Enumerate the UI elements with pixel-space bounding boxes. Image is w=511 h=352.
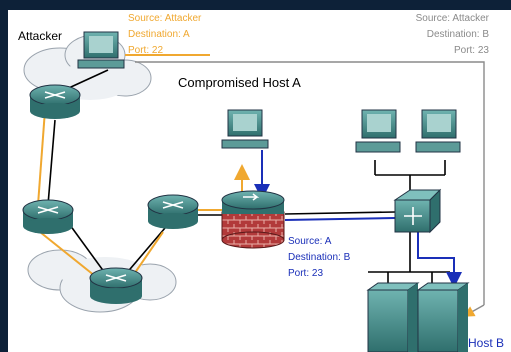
switch-icon[interactable] [393, 188, 442, 234]
link-router3-router4 [124, 227, 166, 276]
grey-path [135, 61, 485, 317]
server-2-icon[interactable] [416, 282, 470, 352]
router-3-icon[interactable] [147, 194, 199, 229]
packet-b-source: Source: Attacker [415, 13, 489, 24]
router-2-icon[interactable] [22, 199, 74, 234]
orange-router2-router4 [39, 231, 101, 281]
grey-attacker-to-b [135, 61, 485, 305]
packet-a-destination: Destination: A [128, 29, 190, 40]
router-4-icon[interactable] [89, 267, 143, 304]
host-b-label: Host B [468, 336, 505, 350]
compromised-host-computer-icon[interactable] [221, 109, 269, 149]
link-router1-router2 [47, 119, 56, 206]
link-firewall-switch [284, 211, 396, 215]
relay-path [254, 150, 462, 288]
server-1-icon[interactable] [366, 282, 420, 352]
attacker-computer-icon[interactable] [77, 31, 125, 69]
router-1-icon[interactable] [29, 84, 81, 119]
lan-computer-1-icon[interactable] [355, 109, 401, 153]
relay-destination: Destination: B [288, 252, 351, 263]
blue-firewall-switch [284, 217, 396, 221]
links [47, 69, 450, 290]
packet-b-destination: Destination: B [426, 29, 489, 40]
relay-port: Port: 23 [288, 268, 324, 279]
attack-path [37, 54, 250, 281]
orange-router1-router2 [37, 109, 46, 206]
compromised-host-label: Compromised Host A [178, 75, 301, 90]
packet-a-port: Port: 22 [128, 45, 164, 56]
lan-computer-2-icon[interactable] [415, 109, 461, 153]
packet-a-source: Source: Attacker [128, 13, 202, 24]
relay-source: Source: A [288, 236, 332, 247]
attacker-label: Attacker [18, 29, 63, 43]
firewall-icon[interactable] [221, 190, 285, 249]
blue-switch-hostb [417, 232, 462, 288]
packet-b-port: Port: 23 [453, 45, 489, 56]
